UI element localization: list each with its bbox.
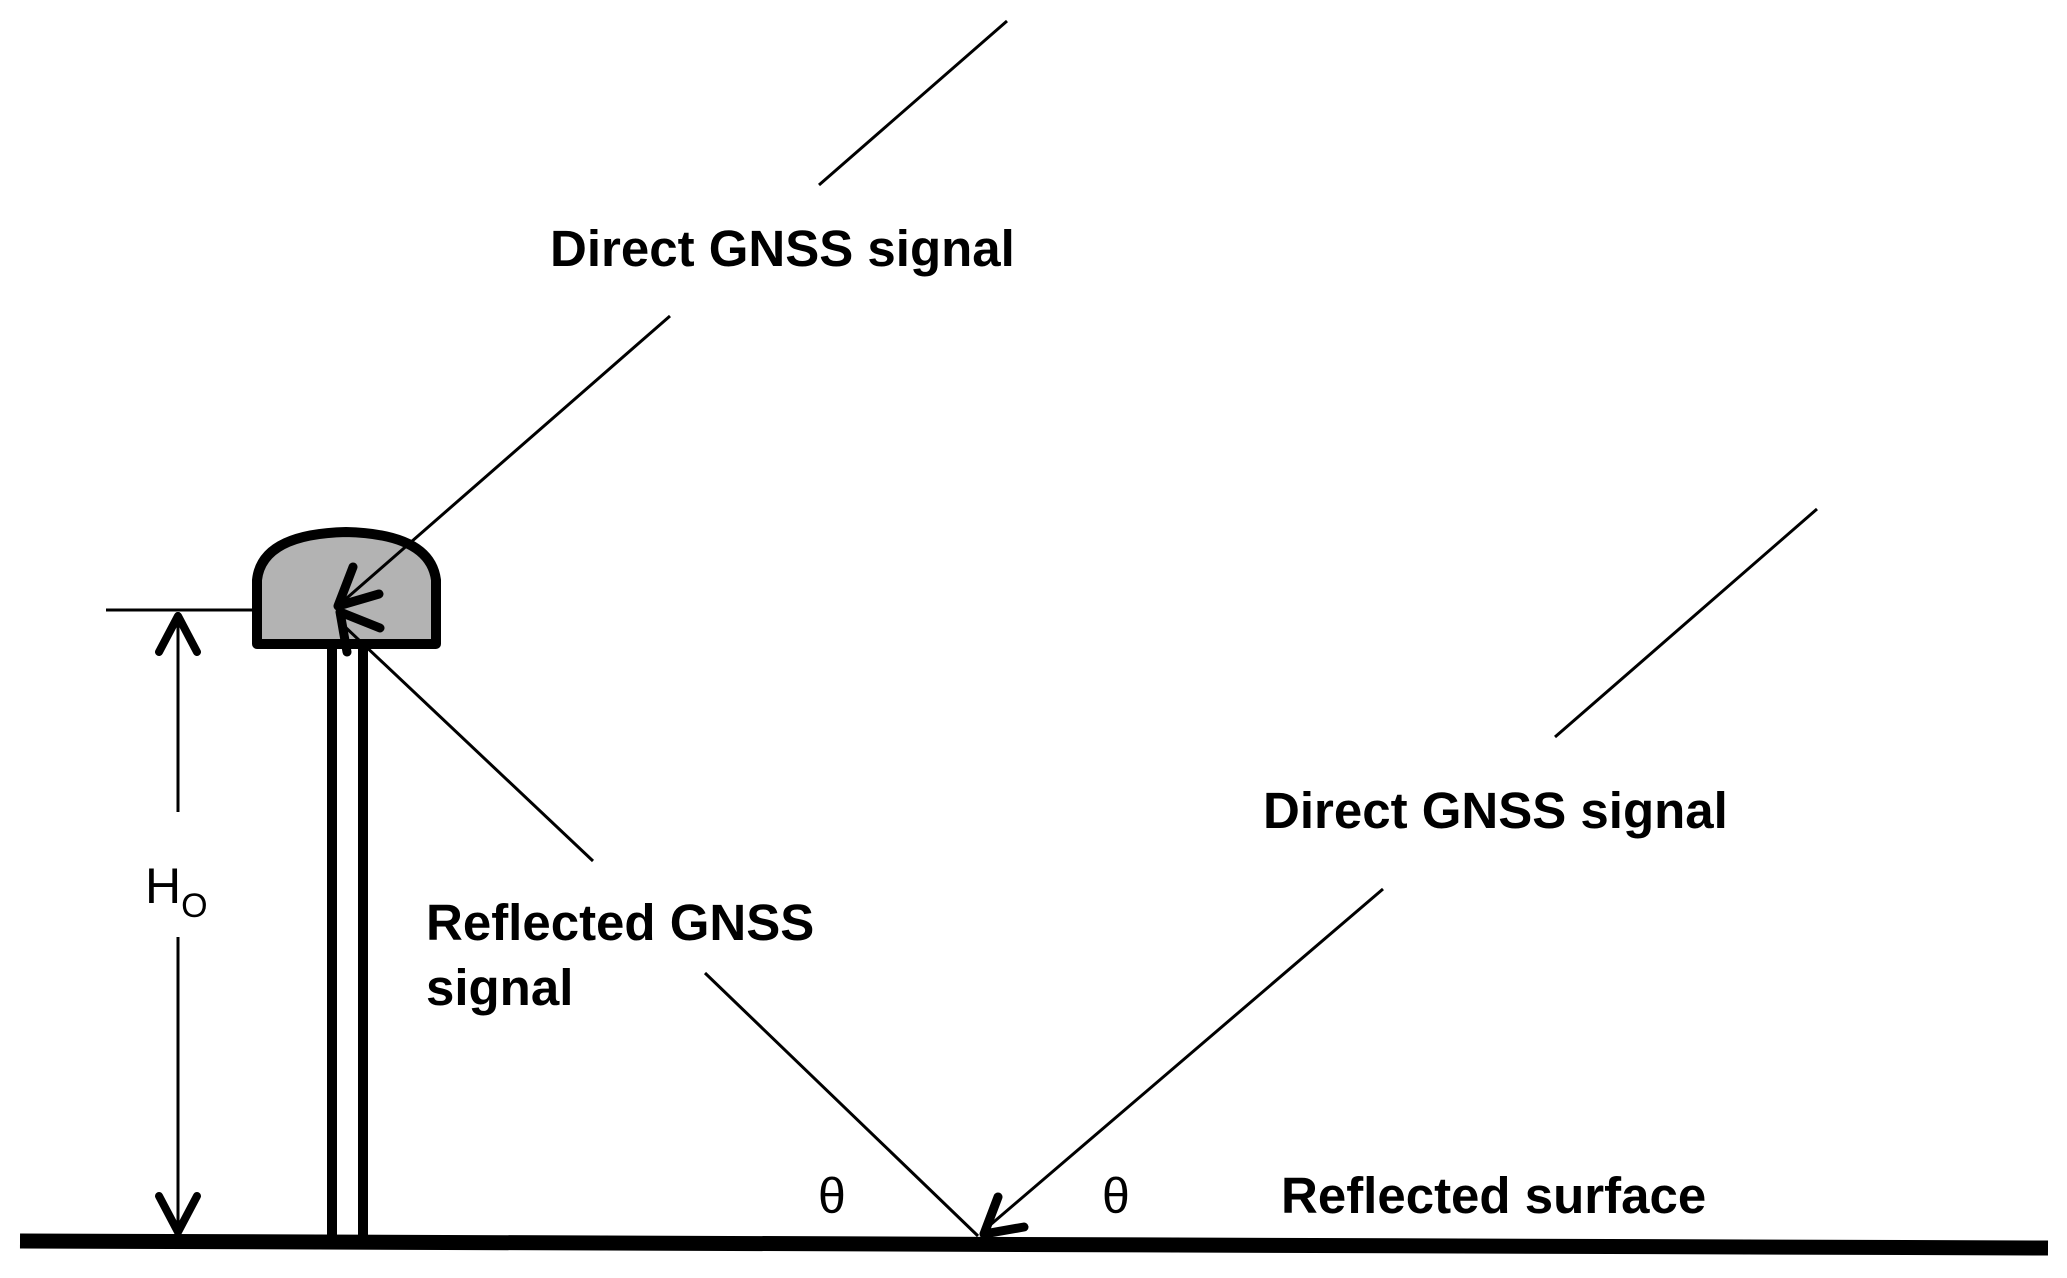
- reflected-surface-label: Reflected surface: [1281, 1167, 1706, 1224]
- direct-signal-arrowhead-icon: [333, 562, 384, 611]
- direct-signal-label-lower: Direct GNSS signal: [1263, 782, 1728, 839]
- direct-signal-right-lower-segment: [981, 887, 1384, 1234]
- direct-signal-right-upper-segment: [1554, 507, 1818, 739]
- reflected-signal-arrowhead-icon: [335, 607, 385, 657]
- direct-signal-lower-segment: [339, 314, 671, 606]
- ground-surface-line: [19, 1233, 2049, 1256]
- height-arrowhead-down-icon: [155, 1192, 201, 1236]
- reflected-signal-lower-segment: [703, 971, 980, 1238]
- height-arrowhead-up-icon: [155, 612, 201, 656]
- height-label: HO: [145, 858, 208, 925]
- elevation-angle-right: θ: [1102, 1168, 1130, 1224]
- direct-signal-label-upper: Direct GNSS signal: [550, 220, 1015, 277]
- elevation-angle-left: θ: [818, 1168, 846, 1224]
- reflected-signal-label-line2: signal: [426, 959, 573, 1016]
- reflected-signal-upper-segment: [340, 622, 595, 863]
- height-label-subscript: O: [181, 887, 207, 925]
- reflected-signal-label-line1: Reflected GNSS: [426, 894, 814, 951]
- direct-signal-upper-segment: [818, 19, 1008, 187]
- direct-signal-right-arrowhead-icon: [979, 1192, 1029, 1239]
